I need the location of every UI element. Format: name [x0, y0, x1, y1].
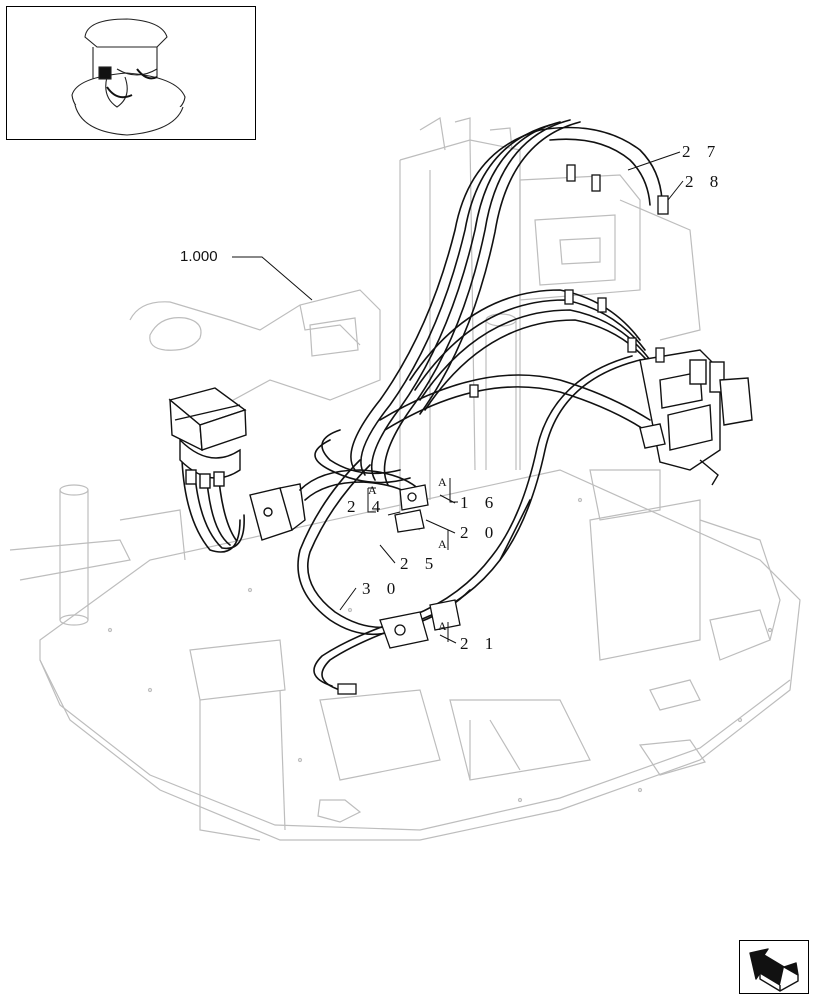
callout-25: 2 5 — [400, 554, 440, 573]
callout-28: 2 8 — [685, 172, 725, 191]
ref-a-marker: A — [368, 483, 377, 497]
right-control-valve — [639, 349, 753, 486]
pilot-control-valve — [168, 387, 247, 489]
top-fittings — [469, 164, 669, 398]
turntable-frame — [9, 117, 801, 841]
hose-bundle — [181, 119, 663, 691]
left-valve-block — [249, 483, 306, 541]
callout-24: 2 4 — [347, 497, 387, 516]
next-page-button[interactable] — [739, 940, 809, 994]
callout-21: 2 1 — [460, 634, 500, 653]
ref-a-marker: A — [438, 537, 447, 551]
machine-overview-thumbnail — [71, 18, 186, 136]
overview-thumbnail-frame — [6, 6, 256, 140]
callout-16: 1 6 — [460, 493, 500, 512]
callout-20: 2 0 — [460, 523, 500, 542]
lower-fittings — [337, 484, 461, 695]
leader-lines — [232, 151, 684, 644]
callout-27: 2 7 — [682, 142, 722, 161]
callout-1000: 1.000 — [180, 248, 218, 265]
ref-a-marker: A — [438, 475, 447, 489]
next-page-arrow-icon — [749, 948, 799, 992]
ref-a-marker: A — [438, 619, 447, 633]
callout-30: 3 0 — [362, 579, 402, 598]
